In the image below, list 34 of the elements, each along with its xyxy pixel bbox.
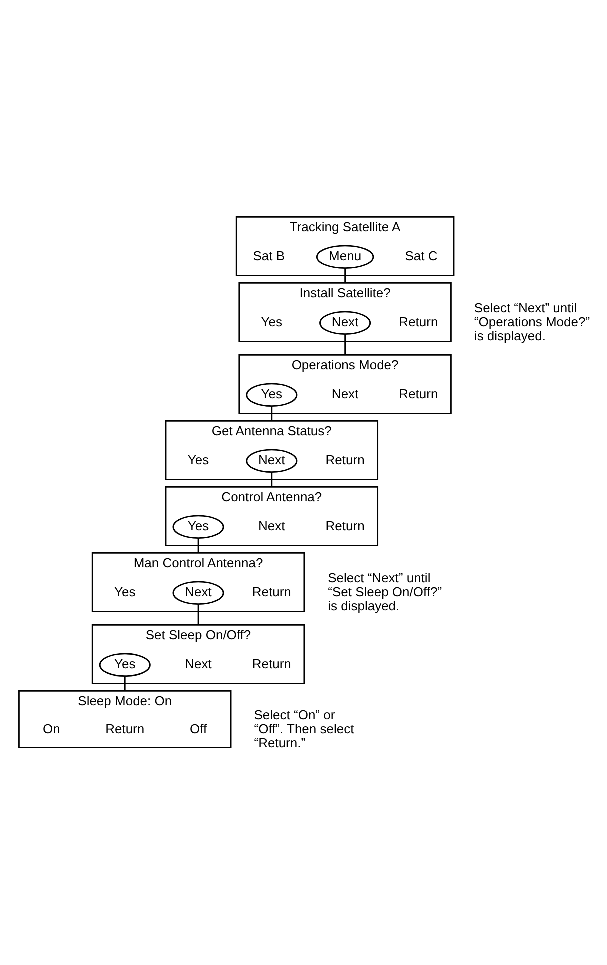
node-text: On bbox=[43, 722, 60, 737]
node-text: Return bbox=[252, 584, 292, 600]
node-text: Off bbox=[190, 722, 208, 737]
node-text: Return bbox=[326, 518, 365, 534]
connector bbox=[271, 472, 273, 488]
node-text: Yes bbox=[261, 314, 283, 330]
node-text: Return bbox=[399, 314, 438, 330]
node-text: Return bbox=[252, 656, 292, 672]
node-label: Select “On” or “Off”. Then select “Return.” bbox=[254, 708, 354, 751]
node-text: Sat C bbox=[405, 248, 438, 264]
node-ellipse: Yes bbox=[172, 515, 224, 540]
connector bbox=[344, 268, 346, 284]
connector bbox=[124, 676, 126, 692]
connector bbox=[344, 334, 346, 356]
node-text: Next bbox=[185, 656, 212, 672]
node-ellipse: Menu bbox=[316, 245, 374, 269]
node-ellipse: Yes bbox=[99, 653, 151, 678]
node-ellipse: Next bbox=[320, 311, 372, 335]
node-text: Sat B bbox=[253, 248, 286, 264]
node-label: Select “Next” until “Operations Mode?” is displayed. bbox=[474, 300, 590, 344]
node-text: Next bbox=[332, 386, 359, 402]
node-text: Return bbox=[106, 722, 145, 737]
node-text: Yes bbox=[188, 452, 210, 468]
connector bbox=[271, 406, 273, 422]
node-label: Select “Next” until “Set Sleep On/Off?” is displayed. bbox=[328, 570, 442, 614]
node-text: Return bbox=[326, 452, 365, 468]
connector bbox=[198, 604, 200, 626]
connector bbox=[198, 538, 200, 554]
node-ellipse: Next bbox=[246, 449, 298, 474]
node-text: Yes bbox=[114, 584, 136, 600]
node-ellipse: Yes bbox=[246, 383, 298, 408]
node-text: Return bbox=[399, 386, 438, 402]
node-ellipse: Next bbox=[172, 581, 224, 606]
node-text: Next bbox=[258, 518, 286, 534]
